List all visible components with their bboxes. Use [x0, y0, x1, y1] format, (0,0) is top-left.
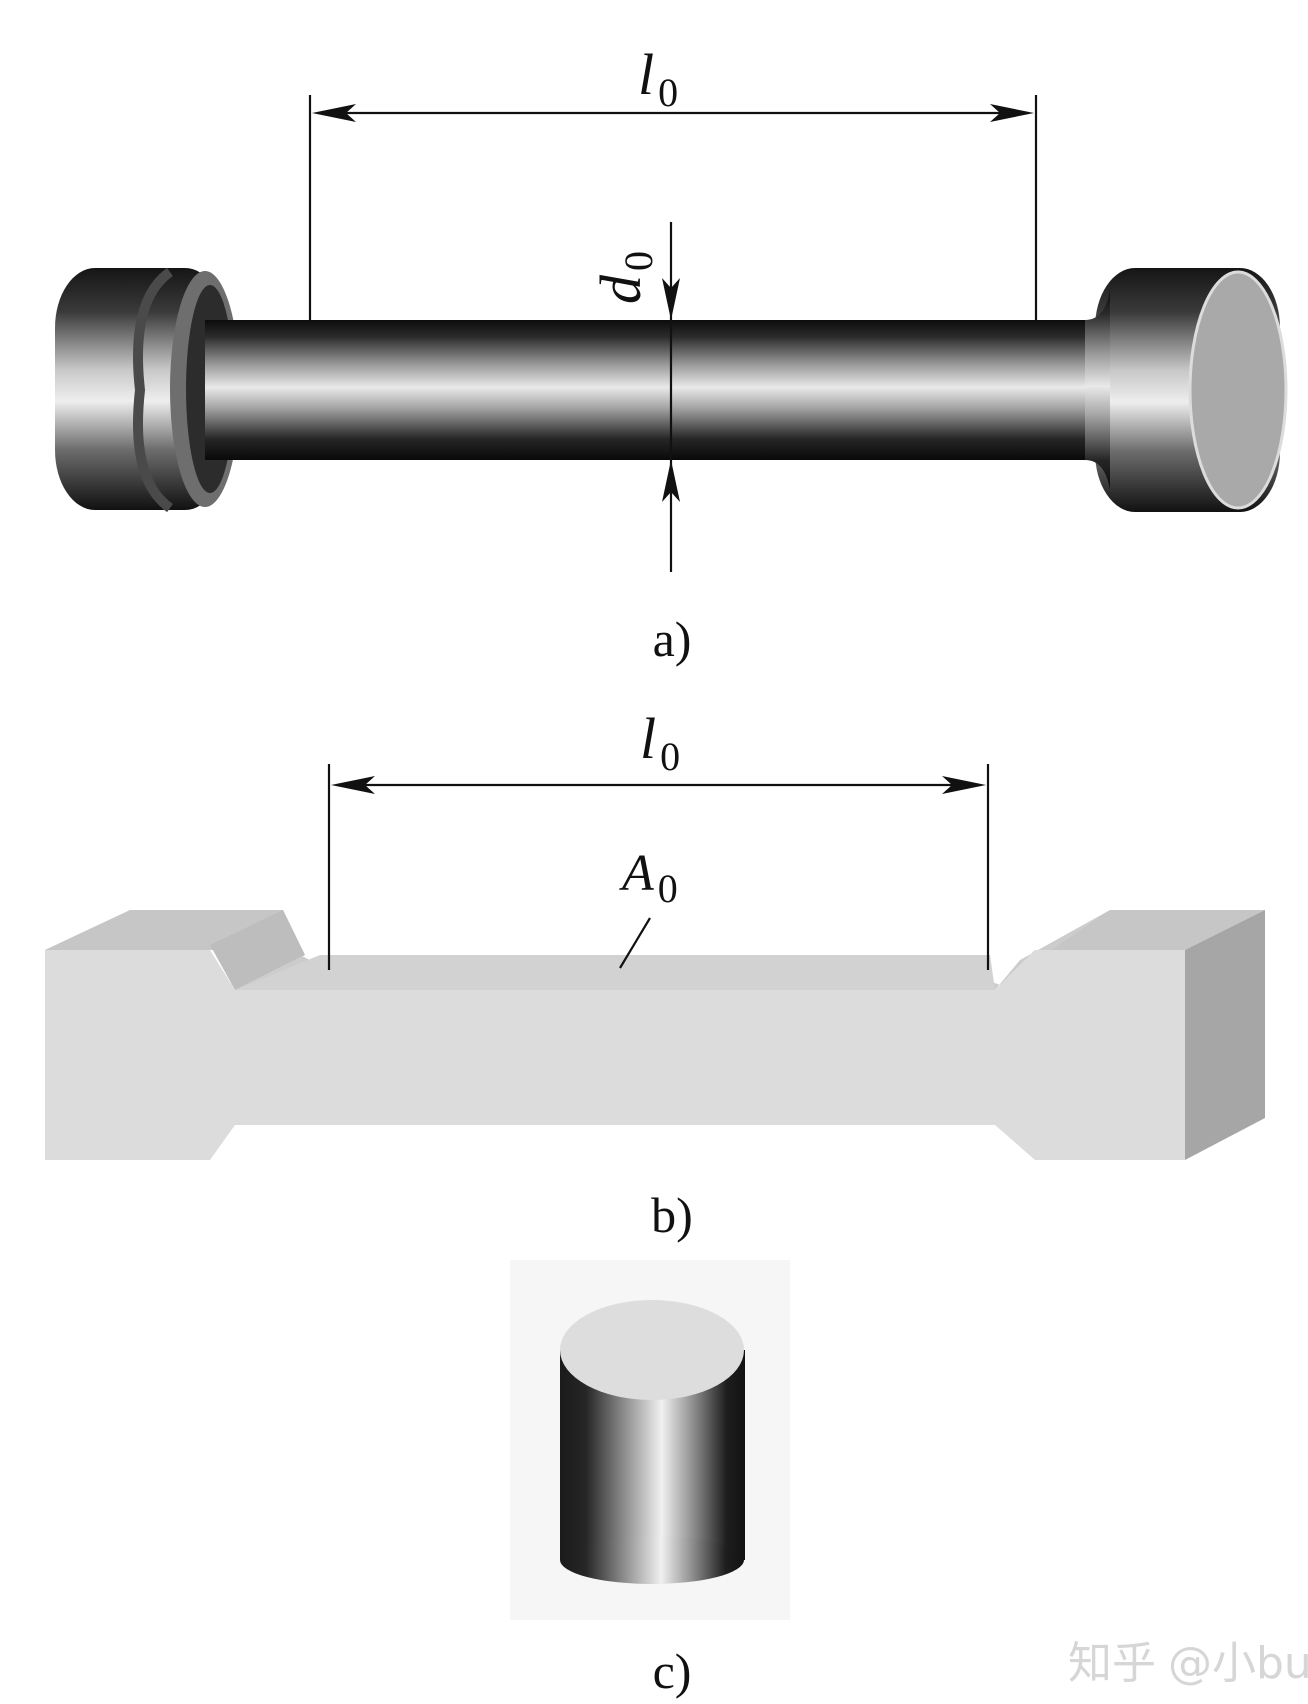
diameter-label-a: d0 — [588, 251, 661, 304]
length-dimension-a — [308, 95, 1038, 320]
diameter-dimension-a — [662, 222, 680, 572]
panel-c: c) — [510, 1260, 790, 1699]
right-grip-head — [1095, 268, 1288, 512]
zhihu-watermark: 知乎 @小bu — [1068, 1638, 1308, 1689]
flat-specimen-front — [45, 950, 1185, 1160]
watermark-author: @小bu — [1168, 1638, 1308, 1689]
watermark-site: 知乎 — [1068, 1638, 1156, 1689]
cylinder-top-face — [560, 1300, 744, 1400]
caption-c: c) — [653, 1643, 692, 1699]
area-leader-b — [619, 917, 651, 969]
caption-a: a) — [653, 611, 692, 667]
gauge-rod — [205, 320, 1110, 460]
flat-specimen-end — [1185, 910, 1265, 1160]
caption-b: b) — [651, 1187, 693, 1243]
length-dimension-b — [327, 764, 990, 970]
